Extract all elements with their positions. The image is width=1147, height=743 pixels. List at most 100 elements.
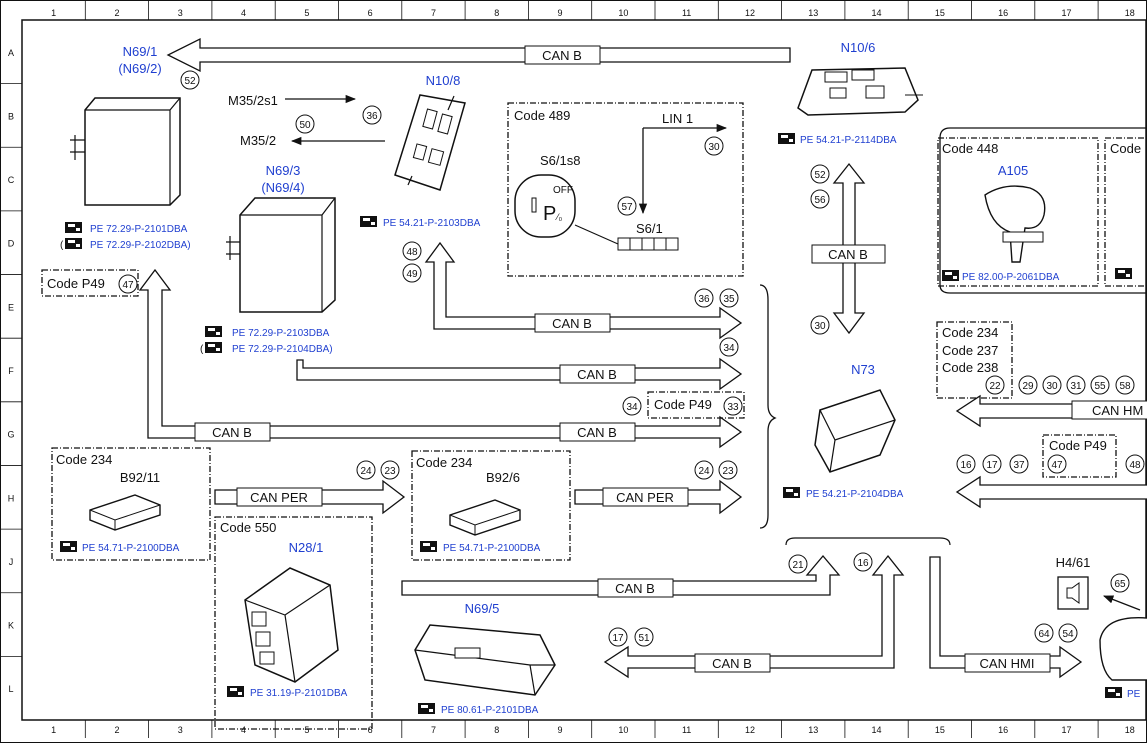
svg-text:30: 30	[1046, 381, 1058, 392]
code-448-group: Code 448 Code A105 PE 82.00-P-2061DBA	[937, 127, 1147, 294]
svg-text:47: 47	[1051, 460, 1063, 471]
svg-text:17: 17	[612, 633, 624, 644]
svg-text:Code 238: Code 238	[942, 360, 998, 375]
h4-61-ref: PE	[1127, 689, 1141, 700]
s6-1s8-label: S6/1s8	[540, 153, 580, 168]
grid-col-16: 16	[998, 8, 1008, 18]
svg-text:36: 36	[698, 294, 710, 305]
grid-col-1: 1	[51, 8, 56, 18]
grid-column-labels: 1122334455667788991010111112121313141415…	[51, 1, 1135, 738]
b92-6-name: B92/6	[486, 470, 520, 485]
svg-text:⁄₀: ⁄₀	[555, 212, 563, 222]
svg-text:51: 51	[638, 633, 650, 644]
m35-2s1-label: M35/2s1	[228, 93, 278, 108]
svg-text:23: 23	[722, 466, 734, 477]
svg-text:Code 237: Code 237	[942, 343, 998, 358]
grid-col-10: 10	[618, 725, 628, 735]
n69-3-ref-2: PE 72.29-P-2104DBA)	[232, 344, 333, 355]
grid-row-J: J	[9, 557, 14, 567]
grid-col-17: 17	[1061, 725, 1071, 735]
grid-row-G: G	[7, 430, 14, 440]
svg-text:48: 48	[1129, 460, 1141, 471]
lin-label: LIN 1	[662, 111, 693, 126]
component-n10-8: N10/8 PE 54.21-P-2103DBA 48 49	[360, 73, 481, 283]
svg-text:Code 550: Code 550	[220, 520, 276, 535]
grid-row-B: B	[8, 111, 14, 121]
code-p49-left: Code P49 47	[41, 269, 139, 297]
svg-text:54: 54	[1062, 629, 1074, 640]
svg-text:CAN PER: CAN PER	[250, 490, 308, 505]
component-n69-5: N69/5 PE 80.61-P-2101DBA	[414, 601, 556, 716]
svg-text:17: 17	[986, 460, 998, 471]
svg-text:58: 58	[1119, 381, 1131, 392]
n69-5-name: N69/5	[465, 601, 500, 616]
grid-col-8: 8	[494, 725, 499, 735]
grid-col-15: 15	[935, 8, 945, 18]
n69-3-name: N69/3	[266, 163, 301, 178]
a105-name: A105	[998, 163, 1028, 178]
grid-col-10: 10	[618, 8, 628, 18]
grid-col-13: 13	[808, 725, 818, 735]
svg-text:CAN B: CAN B	[828, 247, 868, 262]
grid-row-D: D	[8, 239, 15, 249]
grid-col-16: 16	[998, 725, 1008, 735]
n69-1-alt: (N69/2)	[118, 61, 161, 76]
n28-1-ref: PE 31.19-P-2101DBA	[250, 688, 348, 699]
component-n28-1: Code 550 N28/1 PE 31.19-P-2101DBA	[214, 516, 373, 730]
n10-8-name: N10/8	[426, 73, 461, 88]
can-hmi-bus: CAN HMI 64 54	[929, 556, 1083, 679]
svg-text:Code 234: Code 234	[56, 452, 112, 467]
brace	[759, 284, 777, 529]
n69-3-alt: (N69/4)	[261, 180, 304, 195]
grid-col-18: 18	[1125, 8, 1135, 18]
svg-text:CAN B: CAN B	[615, 581, 655, 596]
component-b92-6: Code 234 B92/6 PE 54.71-P-2100DBA	[411, 450, 571, 561]
svg-text:24: 24	[360, 466, 372, 477]
svg-text:57: 57	[621, 202, 633, 213]
grid-col-7: 7	[431, 725, 436, 735]
grid-row-E: E	[8, 302, 14, 312]
svg-text:48: 48	[406, 247, 418, 258]
code-p49-right: Code P49 47 16 17 37 48	[955, 434, 1147, 509]
svg-text:33: 33	[727, 402, 739, 413]
grid-col-2: 2	[114, 8, 119, 18]
svg-text:52: 52	[814, 170, 826, 181]
code-234-right: Code 234 Code 237 Code 238 22 29 30 31 5…	[936, 321, 1147, 428]
can-b-bus-g: CAN B CAN B 34 Code P49 33	[138, 268, 745, 449]
grid-row-K: K	[8, 621, 14, 631]
code-489-group: Code 489 LIN 1 30 57 S6/1s8 OFF P ⁄₀ S6/…	[507, 102, 744, 277]
can-per-bus-left: CAN PER 24 23	[214, 460, 406, 515]
grid-col-14: 14	[872, 8, 882, 18]
svg-text:55: 55	[1094, 381, 1106, 392]
grid-col-1: 1	[51, 725, 56, 735]
svg-text:Code P49: Code P49	[47, 276, 105, 291]
svg-text:CAN B: CAN B	[712, 656, 752, 671]
can-hm-label: CAN HM	[1092, 403, 1143, 418]
svg-text:CAN B: CAN B	[577, 367, 617, 382]
svg-text:(: (	[200, 344, 204, 355]
switch-knob	[514, 174, 576, 238]
svg-text:36: 36	[366, 111, 378, 122]
callout-52: 52	[184, 76, 196, 87]
code-489-label: Code 489	[514, 108, 570, 123]
svg-text:Code: Code	[1110, 141, 1141, 156]
n69-1-name: N69/1	[123, 44, 158, 59]
grid-col-5: 5	[304, 8, 309, 18]
grid-col-5: 5	[304, 725, 309, 735]
b92-6-ref: PE 54.71-P-2100DBA	[443, 543, 541, 554]
can-b-bus-n10-8: CAN B 36 35	[424, 241, 743, 340]
svg-text:64: 64	[1038, 629, 1050, 640]
svg-text:Code P49: Code P49	[654, 397, 712, 412]
grid-col-11: 11	[682, 725, 691, 735]
component-h4-61: H4/61 65 PE	[1056, 555, 1147, 700]
grid-row-C: C	[8, 175, 15, 185]
n69-1-ref-2: PE 72.29-P-2102DBA)	[90, 240, 191, 251]
grid-col-17: 17	[1061, 8, 1071, 18]
s6-1-label: S6/1	[636, 221, 663, 236]
m35-signals: M35/2s1 36 M35/2 50	[228, 93, 385, 148]
svg-text:CAN PER: CAN PER	[616, 490, 674, 505]
grid-col-9: 9	[558, 8, 563, 18]
grid-col-14: 14	[872, 725, 882, 735]
